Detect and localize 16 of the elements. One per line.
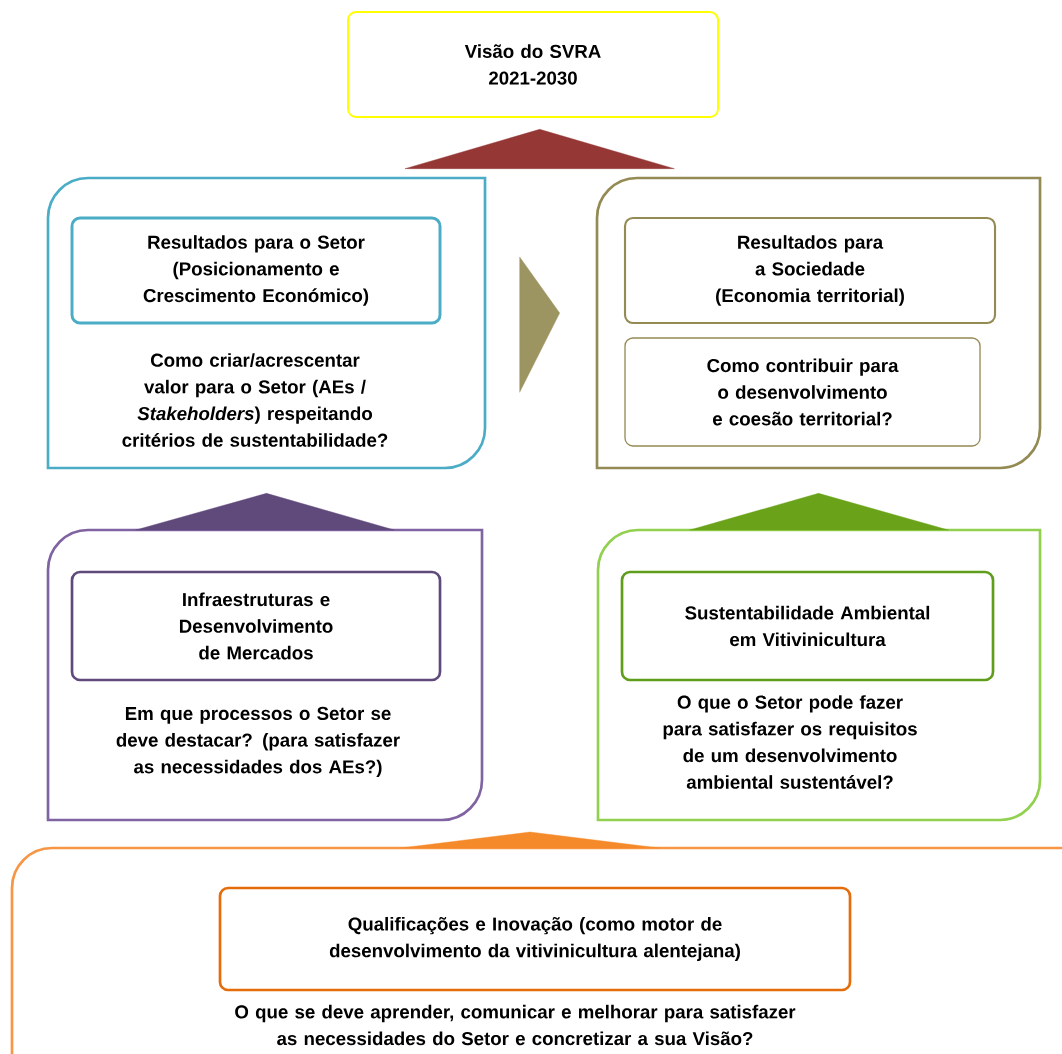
question-text: Como criar/acrescentar valor para o Setor (AEs / Stakeholders) respeitando critérios de sustentabilidade? [122,353,388,447]
triangle-arrow [529,831,660,849]
question-text: O que o Setor pode fazer para satisfazer os requisitos de um desenvolvimento ambiental sustentável? [663,695,917,789]
vision-box: Visão do SVRA 2021-2030 [347,11,719,118]
title-box: Resultados para o Setor (Posicionamento e Crescimento Económico) [70,216,442,325]
rounded-panel [595,176,1042,470]
triangle-arrow [400,831,531,849]
title-box: Como contribuir para o desenvolvimento e coesão territorial? [624,337,981,447]
title-box: Sustentabilidade Ambiental em Vitivinicultura [620,570,995,682]
chevron-arrow [519,256,560,393]
title-box: Infraestruturas e Desenvolvimento de Mercados [70,570,442,682]
question-text: O que se deve aprender, comunicar e melhorar para satisfazer as necessidades do Setor e concretizar a sua Visão? [235,1004,796,1046]
title-box: Resultados para a Sociedade (Economia territorial) [623,216,997,325]
question-text: Em que processos o Setor se deve destacar? (para satisfazer as necessidades dos AEs?) [116,706,400,778]
title-box: Qualificações e Inovação (como motor de desenvolvimento da vitivinicultura alentejana) [218,886,852,992]
triangle-arrow [404,129,675,169]
